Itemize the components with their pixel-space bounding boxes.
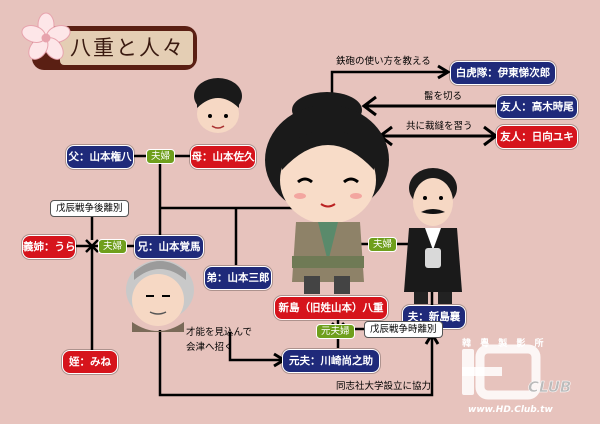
note-talent-2: 会津へ招く [186, 342, 234, 353]
person-saburo: 弟：山本三郎 [204, 266, 272, 290]
couple-tag-yae: 夫婦 [368, 237, 398, 252]
person-yae: 新島（旧姓山本）八重 [274, 296, 388, 320]
sakura-icon [21, 12, 71, 60]
logo-text: CLUB [528, 378, 571, 396]
divorce-note-kakuma: 戊辰戦争後離別 [50, 200, 129, 217]
person-father: 父：山本権八 [66, 145, 134, 169]
couple-tag-former: 元夫婦 [316, 324, 355, 339]
person-hinata: 友人：日向ユキ [496, 125, 578, 149]
page-title: 八重と人々 [60, 31, 193, 65]
note-tora: 鉄砲の使い方を教える [336, 56, 431, 67]
mother-portrait [194, 78, 242, 133]
note-doshisha: 同志社大学設立に協力 [336, 381, 432, 392]
husband-portrait [404, 168, 462, 304]
yae-portrait [265, 92, 389, 294]
hd-club-logo: CLUB [462, 344, 572, 400]
note-takagi: 髷を切る [424, 91, 463, 102]
person-former-husband: 元夫：川崎尚之助 [282, 349, 380, 373]
person-ura: 義姉：うら [22, 235, 76, 259]
logo-url: www.HD.Club.tw [468, 405, 553, 415]
logo-caption: 韓 粵 製 影 所 [462, 339, 547, 349]
person-mother: 母：山本佐久 [190, 145, 256, 169]
person-mine: 姪：みね [62, 350, 118, 374]
note-hinata: 共に裁縫を習う [406, 121, 473, 132]
kakuma-portrait [126, 260, 194, 332]
person-takagi: 友人：高木時尾 [496, 95, 578, 119]
couple-tag-parents: 夫婦 [146, 149, 176, 164]
note-talent-1: 才能を見込んで [186, 327, 253, 338]
divorce-note-former: 戊辰戦争時離別 [364, 321, 443, 338]
person-kakuma: 兄：山本覚馬 [134, 235, 204, 259]
couple-tag-kakuma: 夫婦 [98, 239, 128, 254]
person-tora: 白虎隊：伊東悌次郎 [450, 61, 556, 85]
